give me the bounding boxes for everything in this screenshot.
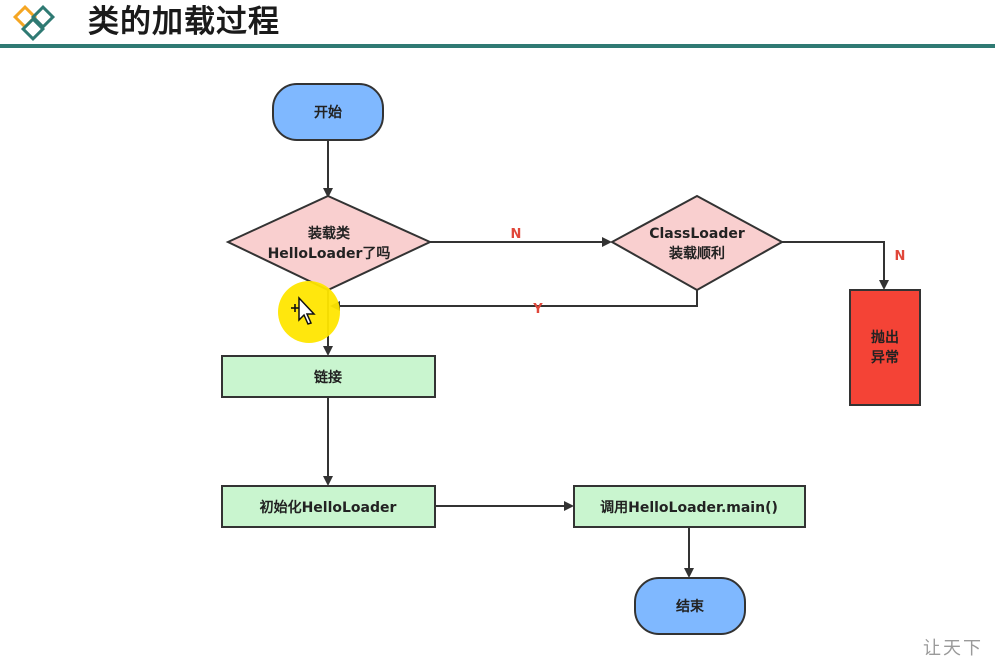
node-link: 链接: [221, 355, 436, 398]
slide-header: 类的加载过程: [0, 0, 995, 48]
node-loaded-check-line2: HelloLoader了吗: [268, 246, 391, 262]
node-init: 初始化HelloLoader: [221, 485, 436, 528]
node-throw-exception-line1: 抛出: [871, 329, 899, 346]
node-start-label: 开始: [314, 104, 342, 121]
node-throw-exception: 抛出 异常: [849, 289, 921, 406]
diamond-logo-icon: [12, 4, 56, 42]
node-loaded-check-line1: 装载类: [307, 225, 351, 242]
slide-title: 类的加载过程: [88, 4, 280, 40]
edge-label-no-exception: N: [895, 249, 906, 264]
node-classloader-check-line1: ClassLoader: [649, 226, 745, 242]
header-divider: [0, 44, 995, 48]
node-end: 结束: [634, 577, 746, 635]
node-classloader-check-line2: 装载顺利: [668, 245, 725, 262]
node-link-label: 链接: [314, 369, 342, 386]
node-call-main: 调用HelloLoader.main(): [573, 485, 806, 528]
watermark-text: 让天下: [923, 638, 983, 659]
edge-classloader-yes-back: [330, 290, 698, 311]
edge-label-no-classloader: N: [511, 227, 522, 242]
node-end-label: 结束: [676, 598, 705, 615]
node-start: 开始: [272, 83, 384, 141]
node-call-main-label: 调用HelloLoader.main(): [600, 500, 778, 516]
cursor-highlight-icon: [278, 281, 340, 343]
node-init-label: 初始化HelloLoader: [260, 499, 397, 516]
node-loaded-check: 装载类 HelloLoader了吗: [225, 194, 433, 292]
node-throw-exception-line2: 异常: [871, 349, 899, 366]
edge-classloader-no-to-exception: [782, 241, 889, 290]
edge-label-yes-back: Y: [532, 302, 543, 317]
node-classloader-check: ClassLoader 装载顺利: [609, 194, 785, 292]
